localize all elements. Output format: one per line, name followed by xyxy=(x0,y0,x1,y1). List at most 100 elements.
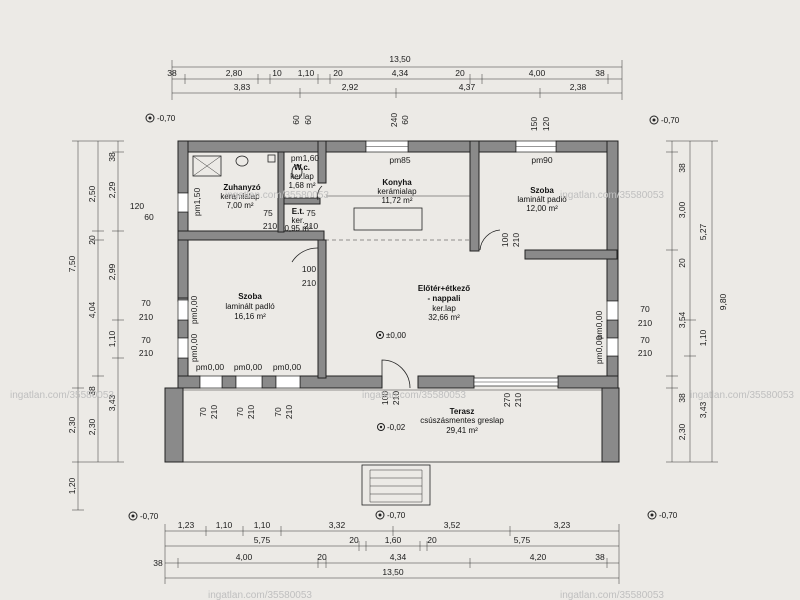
shower-tray xyxy=(192,155,222,177)
room-szoba-w-floor: laminált padló xyxy=(225,302,275,311)
wall-int-wc-west xyxy=(277,151,285,233)
wall-int-szoba-ne-south xyxy=(524,249,618,260)
pm-konyha: pm85 xyxy=(389,155,411,165)
door-wc-w: 75 xyxy=(306,208,316,218)
room-wc-floor: ker.lap xyxy=(290,172,314,181)
dim-bot-r1-3: 1,10 xyxy=(254,520,271,530)
pm-bottom-2: pm0,00 xyxy=(234,362,263,372)
dim-left-i-2: 2,29 xyxy=(107,181,117,198)
doors xyxy=(291,185,501,389)
pm-bottom-1: pm0,00 xyxy=(196,362,225,372)
dim-bot-r2-3: 1,60 xyxy=(385,535,402,545)
toilet xyxy=(291,164,303,180)
pm-wc: pm1,60 xyxy=(291,153,320,163)
watermarks: ingatlan.com/35580053 ingatlan.com/35580… xyxy=(10,190,794,600)
dim-bot-r2-4: 20 xyxy=(427,535,437,545)
door-bottom-2-h: 210 xyxy=(246,405,256,419)
dim-left-m-3: 4,04 xyxy=(87,301,97,318)
win-eloter-b-w: 70 xyxy=(640,335,650,345)
dim-right-i-1: 38 xyxy=(677,163,687,173)
kitchen-counter xyxy=(353,207,423,231)
left-dimensions: 7,50 2,30 1,20 2,50 20 4,04 38 2,30 38 2… xyxy=(67,140,124,511)
level-s: -0,70 xyxy=(387,511,406,520)
pm-szoba-w-b: pm0,00 xyxy=(189,334,199,363)
dim-bot-r3-5: 4,20 xyxy=(530,552,547,562)
dim-top-r2-5: 20 xyxy=(333,68,343,78)
wall-bottom-5 xyxy=(417,375,475,389)
dim-bot-r2-2: 20 xyxy=(349,535,359,545)
watermark-1: ingatlan.com/35580053 xyxy=(225,190,329,201)
dim-bot-r1-5: 3,52 xyxy=(444,520,461,530)
dim-left-i-3: 2,99 xyxy=(107,263,117,280)
win-szoba-w-a-h: 210 xyxy=(139,312,153,322)
dim-left-m-1: 2,50 xyxy=(87,185,97,202)
window-bottom-1 xyxy=(199,375,223,389)
right-dimensions: 38 3,00 20 3,54 38 2,30 5,27 1,10 3,43 9… xyxy=(666,140,728,463)
dim-left-i-4: 1,10 xyxy=(107,330,117,347)
room-zuhanyzo-name: Zuhanyzó xyxy=(223,183,260,192)
wall-terrace-left xyxy=(164,387,184,463)
watermark-6: ingatlan.com/35580053 xyxy=(208,590,312,600)
door-szoba-w-h: 210 xyxy=(302,278,316,288)
wall-bottom-3 xyxy=(261,375,277,389)
fixtures xyxy=(192,154,470,231)
level-marker-icon xyxy=(647,510,657,520)
dim-bot-total: 13,50 xyxy=(382,567,404,577)
room-wc-area: 1,68 m² xyxy=(288,181,315,190)
wall-bottom-1 xyxy=(177,375,201,389)
pm-bottom-3: pm0,00 xyxy=(273,362,302,372)
watermark-2: ingatlan.com/35580053 xyxy=(560,190,664,201)
dim-bot-r3-6: 38 xyxy=(595,552,605,562)
dim-right-m-3: 3,43 xyxy=(698,401,708,418)
room-et-area: 0,95 m² xyxy=(284,224,311,233)
dim-bot-r3-2: 4,00 xyxy=(236,552,253,562)
dim-top-r2-9: 38 xyxy=(595,68,605,78)
level-sw: -0,70 xyxy=(140,512,159,521)
wall-right-mid xyxy=(606,319,619,339)
dim-left-m-5: 2,30 xyxy=(87,418,97,435)
dim-left-i-1: 38 xyxy=(107,152,117,162)
wall-int-horizontal-left xyxy=(177,230,325,241)
watermark-4: ingatlan.com/35580053 xyxy=(362,390,466,401)
room-szoba-w-area: 16,16 m² xyxy=(234,312,266,321)
watermark-7: ingatlan.com/35580053 xyxy=(560,590,664,600)
dim-right-m-1: 5,27 xyxy=(698,223,708,240)
dim-win-konyha-a: 240 xyxy=(389,113,399,127)
win-eloter-a-h: 210 xyxy=(638,318,652,328)
dim-bot-r1-2: 1,10 xyxy=(216,520,233,530)
dim-top-r2-2: 2,80 xyxy=(226,68,243,78)
dim-bot-r1-6: 3,23 xyxy=(554,520,571,530)
room-szoba-ne-area: 12,00 m² xyxy=(526,204,558,213)
win-szoba-w-b-h: 210 xyxy=(139,348,153,358)
bottom-dimensions: 1,23 1,10 1,10 3,32 3,52 3,23 5,75 20 1,… xyxy=(153,520,620,584)
window-szoba-w-b xyxy=(177,337,189,359)
wall-terrace-right xyxy=(601,387,620,463)
dim-top-r2-3: 10 xyxy=(272,68,282,78)
room-szoba-ne-floor: laminált padló xyxy=(517,195,567,204)
win-eloter-b-h: 210 xyxy=(638,348,652,358)
level-ne: -0,70 xyxy=(661,116,680,125)
top-dimensions: 13,50 38 2,80 10 1,10 20 4,34 20 4,00 38… xyxy=(167,54,623,100)
room-wc-name: W.c. xyxy=(294,163,310,172)
sink xyxy=(235,155,249,167)
dim-right-m-2: 1,10 xyxy=(698,329,708,346)
dim-win-wc-b: 60 xyxy=(303,115,313,125)
dim-win-szoba-b: 120 xyxy=(541,117,551,131)
entry-stairs xyxy=(361,464,431,506)
opening-labels: pm1,60 pm85 pm90 pm1,50 pm0,00 pm0,00 pm… xyxy=(130,153,652,419)
terrace-door-h: 210 xyxy=(513,393,523,407)
room-konyha-floor: kerámialap xyxy=(377,187,417,196)
wall-left-mid xyxy=(177,211,189,301)
room-terasz-area: 29,41 m² xyxy=(446,426,478,435)
room-zuhanyzo-floor: kerámialap xyxy=(220,192,260,201)
dim-right-i-2: 3,00 xyxy=(677,201,687,218)
wall-int-szoba-east xyxy=(317,239,327,379)
door-et-w: 75 xyxy=(263,208,273,218)
dim-bot-r1-1: 1,23 xyxy=(178,520,195,530)
room-konyha-name: Konyha xyxy=(382,178,412,187)
win-szoba-w-b-w: 70 xyxy=(141,335,151,345)
dim-top-r2-8: 4,00 xyxy=(529,68,546,78)
level-se: -0,70 xyxy=(659,511,678,520)
dim-top-r3-3: 4,37 xyxy=(459,82,476,92)
